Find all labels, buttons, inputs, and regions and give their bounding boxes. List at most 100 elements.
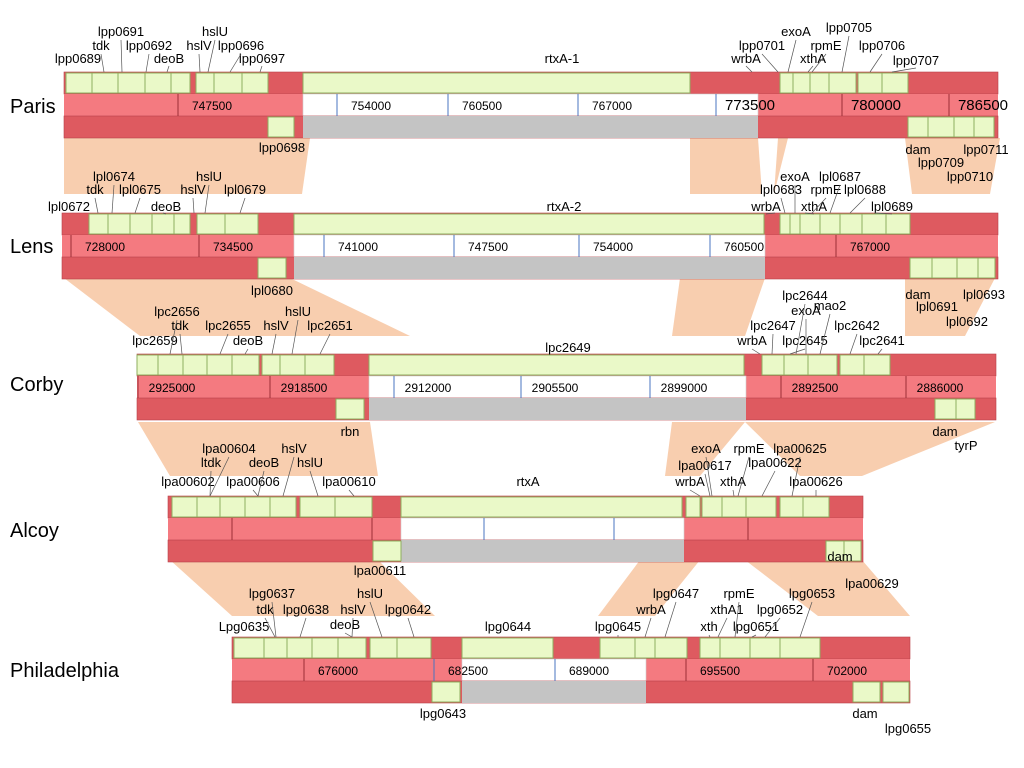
gene-block (88, 213, 109, 235)
label-leader (771, 333, 774, 355)
gene-block-reverse (931, 257, 958, 279)
label-leader (319, 333, 331, 355)
label-leader (737, 456, 750, 497)
label-leader (791, 456, 801, 497)
gene-label: lpa00604 (202, 441, 256, 456)
coordinate-label: 689000 (569, 664, 609, 678)
label-leader (207, 39, 216, 73)
gene-label-reverse: lpl0692 (946, 314, 988, 329)
gene-label: lpc2656 (154, 304, 200, 319)
gene-label: lpg0653 (789, 586, 835, 601)
synteny-band (138, 422, 378, 476)
label-leader (664, 601, 677, 638)
coordinate-label: 741000 (338, 240, 378, 254)
gene-label: lpa00617 (678, 458, 732, 473)
gene-block (701, 496, 723, 518)
gene-block (151, 213, 175, 235)
label-leader (717, 617, 728, 638)
coordinate-label: 676000 (318, 664, 358, 678)
gene-label: rpmE (733, 441, 764, 456)
gene-block-reverse (977, 257, 996, 279)
gene-label: exoA (791, 303, 821, 318)
gene-block (196, 213, 226, 235)
gene-label: lpc2651 (307, 318, 353, 333)
gene-label: lpl0674 (93, 169, 135, 184)
gene-block-reverse (843, 540, 862, 562)
gene-label: lpp0691 (98, 24, 144, 39)
gene-label-reverse: tyrP (954, 438, 977, 453)
gene-block (819, 213, 841, 235)
gene-label: hslV (340, 602, 366, 617)
label-leader (100, 53, 105, 73)
label-leader (204, 184, 210, 214)
gene-block (685, 496, 701, 518)
label-leader (244, 348, 249, 355)
gene-block-reverse (882, 681, 910, 703)
coordinate-label: 773500 (725, 97, 775, 114)
gene-block (807, 354, 838, 376)
label-leader (829, 184, 841, 214)
gene-block (206, 354, 233, 376)
gene-block (241, 72, 269, 94)
gene-block (213, 72, 243, 94)
gene-block (299, 496, 336, 518)
label-leader (807, 65, 814, 73)
gene-label: lpl0687 (819, 169, 861, 184)
gene-block-reverse (927, 116, 955, 138)
label-leader (891, 67, 917, 73)
gene-block-reverse (973, 116, 995, 138)
label-leader (271, 601, 277, 638)
gene-label: lpp0696 (218, 38, 264, 53)
label-leader (761, 470, 776, 497)
strain-name-alcoy: Alcoy (10, 520, 59, 542)
synteny-band (170, 560, 435, 616)
gene-label-reverse: lpl0691 (916, 299, 958, 314)
gene-block (304, 354, 335, 376)
gene-label-reverse: dam (905, 142, 930, 157)
scale-gap (400, 517, 685, 541)
strain-name-lens: Lens (10, 236, 54, 258)
gene-label: tdk (92, 38, 110, 53)
gene-label: hslU (357, 586, 383, 601)
label-leader (849, 197, 866, 214)
gene-block (279, 354, 306, 376)
coordinate-label: 747500 (192, 99, 232, 113)
strain-name-corby: Corby (10, 374, 64, 396)
gene-block (799, 213, 821, 235)
gene-block (337, 637, 367, 659)
label-leader (689, 489, 701, 497)
gene-label: lpg0637 (249, 586, 295, 601)
label-leader (299, 617, 307, 638)
gene-label: mao2 (814, 298, 847, 313)
gene-block (863, 354, 891, 376)
gene-block-reverse (955, 398, 976, 420)
gene-label-reverse: lpp0709 (918, 155, 964, 170)
synteny-band (745, 422, 995, 476)
gene-block (400, 496, 683, 518)
gene-label: lpp0705 (826, 20, 872, 35)
coordinate-label: 734500 (213, 240, 253, 254)
gene-block (144, 72, 172, 94)
gene-label: lpg0651 (733, 619, 779, 634)
gene-block-reverse (267, 116, 295, 138)
gene-block (195, 72, 215, 94)
gene-block (219, 496, 246, 518)
gene-block-reverse (953, 116, 975, 138)
strain-name-paris: Paris (10, 96, 56, 118)
gene-label: lpc2655 (205, 318, 251, 333)
gene-label: exoA (781, 24, 811, 39)
gene-label: lpp0707 (893, 53, 939, 68)
gene-block (129, 213, 153, 235)
gene-label: rpmE (810, 182, 841, 197)
synteny-band (690, 138, 762, 194)
label-leader (257, 470, 265, 497)
gene-block (117, 72, 146, 94)
scale-gap (461, 658, 647, 682)
coordinate-label: 767000 (850, 240, 890, 254)
label-leader (291, 319, 299, 355)
gene-block (170, 72, 191, 94)
gene-label: wrbA (730, 51, 761, 66)
label-leader (811, 197, 827, 214)
